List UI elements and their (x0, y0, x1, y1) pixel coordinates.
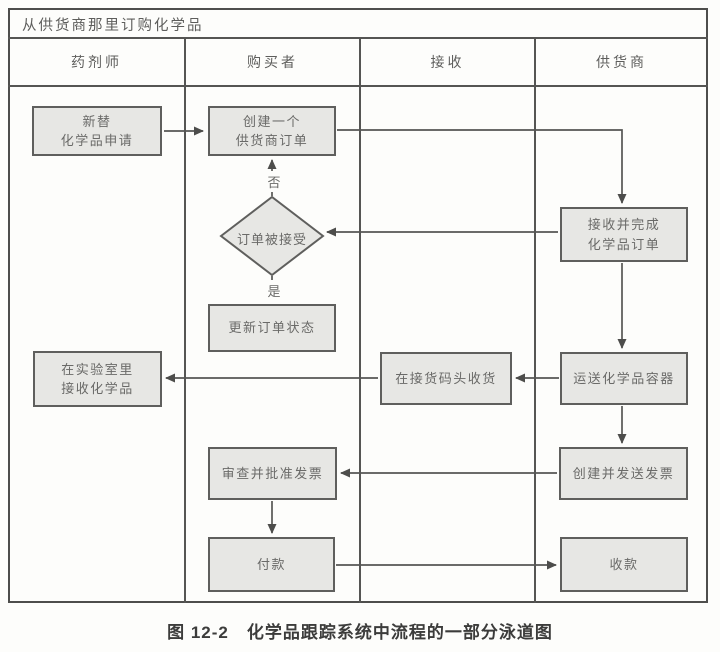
header-row-divider (8, 85, 708, 87)
swimlane-frame (8, 8, 708, 603)
node-review-approve-invoice: 审查并批准发票 (208, 447, 337, 500)
lane-header-buyer: 购买者 (247, 54, 298, 70)
node-update-order-status: 更新订单状态 (208, 304, 336, 352)
lane-header-receiving: 接收 (430, 54, 465, 70)
node-create-send-invoice: 创建并发送发票 (559, 447, 688, 500)
node-collect-payment: 收款 (560, 537, 688, 592)
decision-label-no: 否 (263, 171, 285, 192)
node-create-supplier-order: 创建一个 供货商订单 (208, 106, 336, 156)
node-ship-container: 运送化学品容器 (560, 352, 688, 405)
lane-header-pharmacist: 药剂师 (71, 54, 122, 70)
figure-caption: 图 12-2 化学品跟踪系统中流程的一部分泳道图 (167, 623, 553, 642)
decision-label-yes: 是 (263, 280, 285, 301)
diagram-title: 从供货商那里订购化学品 (22, 18, 204, 34)
node-new-chemical-request: 新替 化学品申请 (32, 106, 162, 156)
node-receive-in-lab: 在实验室里 接收化学品 (33, 351, 162, 407)
decision-order-accepted-label: 订单被接受 (236, 232, 307, 247)
lane-divider-3 (534, 37, 536, 603)
lane-divider-2 (359, 37, 361, 603)
lane-divider-1 (184, 37, 186, 603)
lane-header-supplier: 供货商 (596, 54, 647, 70)
node-receive-complete-order: 接收并完成 化学品订单 (560, 207, 688, 262)
node-receive-at-dock: 在接货码头收货 (380, 352, 512, 405)
title-band-divider (8, 37, 708, 39)
node-pay: 付款 (208, 537, 335, 592)
